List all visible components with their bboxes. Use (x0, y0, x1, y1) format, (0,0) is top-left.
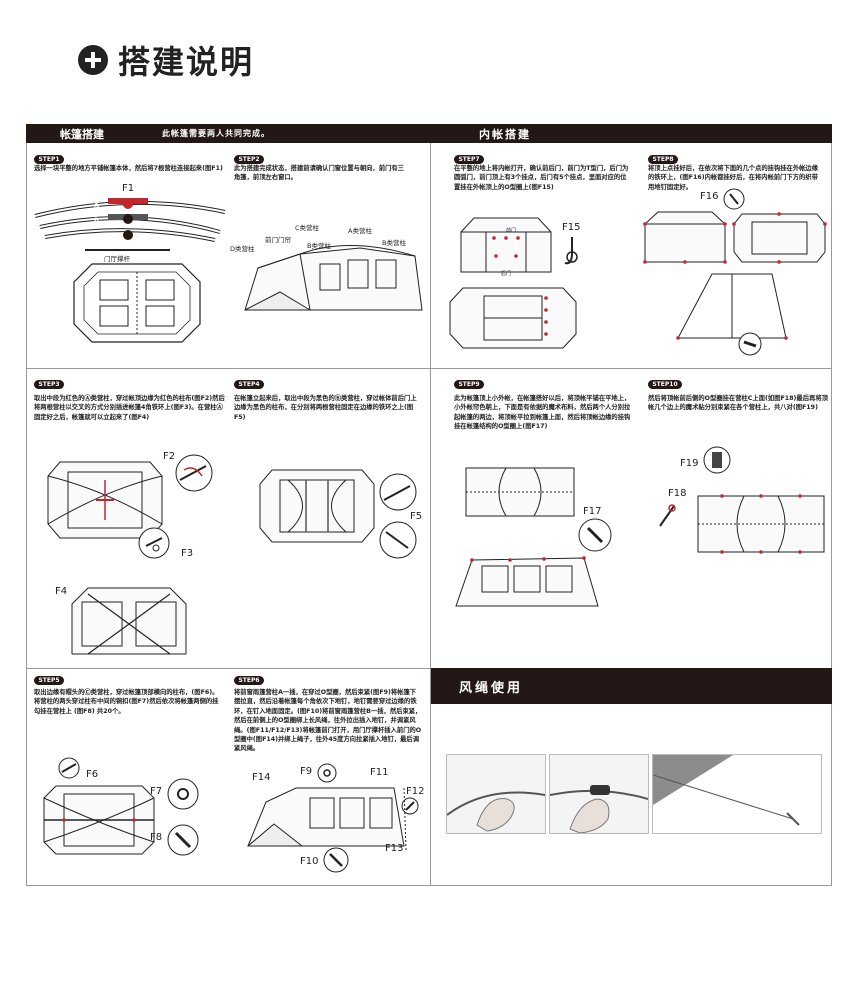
right-section-bar: 内帐搭建 (431, 124, 832, 143)
f4-tent-frame-illustration (68, 584, 190, 660)
f3-detail-illustration (138, 526, 170, 560)
fig-F11-label: F11 (370, 767, 388, 778)
fig-F7-label: F7 (150, 786, 162, 797)
pole-a-label: A (94, 201, 99, 209)
left-section-title: 帐篷搭建 (60, 126, 104, 142)
step10-badge: STEP10 (648, 380, 682, 389)
f5-bottom-detail-illustration (378, 520, 418, 560)
step1-tent-floor-illustration (72, 262, 202, 344)
step8-door-stake-illustration (672, 268, 792, 358)
wind-rope-bar: 风绳使用 (431, 668, 832, 704)
step2-text: 此为搭建完成状态，搭建前请确认门窗位置与朝向，前门有三角篷，前顶左右窗口。 (234, 164, 406, 183)
step5-text: 取出边缘有帽头的Ⓒ类营柱，穿过帐篷顶部横向的柱布，(图F6)。将营柱的两头穿过柱… (34, 688, 222, 716)
f5-top-detail-illustration (378, 472, 418, 512)
step1-text: 选择一块平整的地方平铺帐篷本体，然后将7根营柱连接起来(图F1) (34, 164, 230, 173)
step4-text: 在帐篷立起来后，取出中段为黑色的Ⓑ类营柱，穿过帐体前后门上边缘为黑色的柱布，在分… (234, 394, 420, 422)
fig-F19-label: F19 (680, 458, 698, 469)
f18-ring-detail-icon (656, 500, 680, 530)
hand-tying-rope-illustration (447, 755, 545, 833)
fig-F13-label: F13 (385, 843, 403, 854)
row-divider-1 (26, 368, 832, 369)
left-section-bar: 帐篷搭建 此帐篷需要两人共同完成。 (26, 124, 431, 143)
step7-inner-tent-top-illustration (448, 286, 578, 350)
step4-tent-top-illustration (258, 468, 376, 544)
step9-badge: STEP9 (454, 380, 484, 389)
f17-hook-detail-illustration (578, 516, 612, 554)
f10-stake-detail-icon (322, 846, 350, 874)
plus-circle-icon (78, 45, 108, 75)
fig-F6-label: F6 (86, 769, 98, 780)
step9-text: 此为帐篷顶上小外帐，在帐篷搭好以后，将顶帐平铺在平地上，小外帐帘色朝上，下面是有… (454, 394, 634, 432)
step5-tent-top-illustration (42, 784, 156, 856)
fig-F9-label: F9 (300, 766, 312, 777)
step10-top-tent-illustration (694, 492, 828, 556)
wind-rope-photo-1 (446, 754, 546, 834)
step7-badge: STEP7 (454, 155, 484, 164)
f8-detail-illustration (166, 823, 200, 857)
fig-F16-label: F16 (700, 191, 718, 202)
step7-front-label: 前门 (506, 227, 516, 234)
step7-inner-tent-illustration (456, 212, 556, 277)
f19-strap-detail-illustration (702, 444, 732, 476)
wind-rope-diagram (652, 754, 822, 834)
page-title: 搭建说明 (118, 37, 254, 83)
step4-badge: STEP4 (234, 380, 264, 389)
step10-text: 然后将顶帐前后侧的O型圈挂在营柱C上面(如图F18)最后再将顶帐几个边上的魔术贴… (648, 394, 828, 413)
step2-c-pole-label: C类营柱 (295, 222, 319, 232)
step7-back-label: 后门 (501, 270, 511, 277)
step6-tent-side-illustration (244, 780, 408, 854)
step1-badge: STEP1 (34, 155, 64, 164)
step8-inner-tent-left-illustration (640, 208, 730, 266)
wind-rope-photo-2 (549, 754, 649, 834)
hook-icon (560, 235, 584, 271)
f6-cap-detail-icon (56, 756, 82, 780)
step3-badge: STEP3 (34, 380, 64, 389)
step6-text: 将前窗雨篷营柱A一插，在穿过O型圈，然后束紧(图F9)将帐篷下摆拉直，然后沿着帐… (234, 688, 422, 754)
hand-adjusting-tensioner-illustration (550, 755, 648, 833)
step1-poles-illustration (30, 192, 230, 262)
step5-badge: STEP5 (34, 676, 64, 685)
fig-F4-label: F4 (55, 586, 67, 597)
fig-F15-label: F15 (562, 222, 580, 233)
right-section-title: 内帐搭建 (479, 126, 531, 142)
f7-detail-illustration (166, 777, 200, 811)
wind-rope-title: 风绳使用 (459, 677, 523, 696)
pole-b-label: B (94, 216, 99, 224)
f2-detail-illustration (174, 454, 214, 492)
fig-F3-label: F3 (181, 548, 193, 559)
fig-F8-label: F8 (150, 832, 162, 843)
step9-tent-side-illustration (452, 552, 602, 610)
fig-F10-label: F10 (300, 856, 318, 867)
step8-inner-tent-right-illustration (732, 212, 827, 264)
left-section-subtitle: 此帐篷需要两人共同完成。 (162, 128, 270, 139)
step7-text: 在平整的地上将内帐打开，确认前后门，前门为T型门，后门为圆弧门，前门顶上有3个挂… (454, 164, 632, 192)
page-header: 搭建说明 (78, 38, 254, 82)
guy-rope-stake-illustration (653, 755, 821, 833)
step2-badge: STEP2 (234, 155, 264, 164)
center-divider (430, 124, 431, 886)
step3-text: 取出中段为红色的Ⓐ类营柱，穿过帐顶边缘为红色的柱布(图F2)然后将两根营柱以交叉… (34, 394, 226, 422)
fig-F18-label: F18 (668, 488, 686, 499)
step6-badge: STEP6 (234, 676, 264, 685)
step8-badge: STEP8 (648, 155, 678, 164)
step9-top-tent-illustration (462, 464, 578, 520)
step2-tent-side-illustration (240, 240, 425, 320)
step2-a-pole-label: A类营柱 (348, 225, 372, 235)
pole-c-label: C (94, 232, 99, 240)
